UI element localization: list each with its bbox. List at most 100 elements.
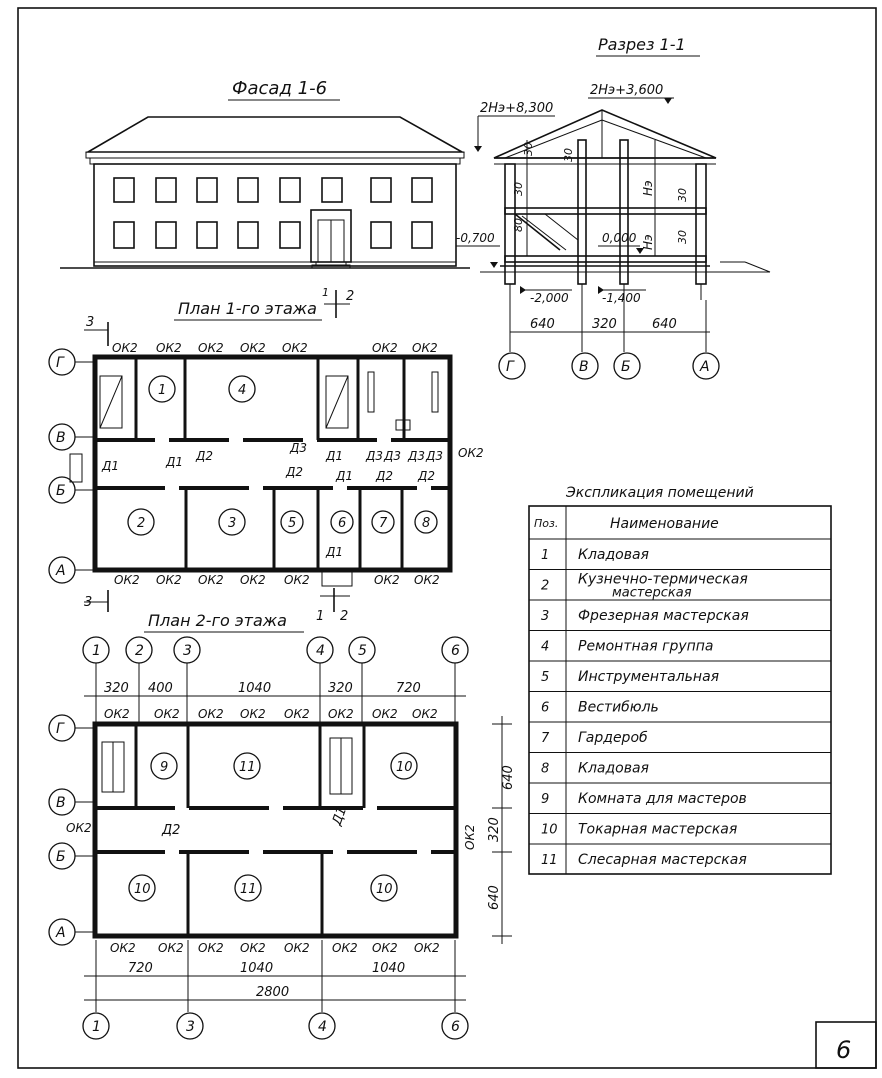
sec-span-1: 640	[530, 317, 555, 332]
plan1-cut-3: 3	[86, 315, 94, 330]
explication-table: Экспликация помещений Поз. Наименование …	[528, 485, 832, 875]
p2-win-1: ОК2	[104, 707, 130, 721]
sec-dim-30e: 30	[562, 148, 575, 162]
explication-name-4: Ремонтная группа	[578, 639, 714, 655]
plan2-cut-1: 1	[316, 609, 324, 624]
p2-bot-dim-2: 1040	[240, 961, 273, 976]
sec-axis-g: Г	[506, 359, 515, 375]
explication-name-9: Комната для мастеров	[578, 791, 747, 807]
p2-door-1: Д2	[161, 823, 180, 838]
plan1-title: План 1-го этажа	[178, 299, 317, 318]
explication-name-6: Вестибюль	[578, 700, 659, 716]
plan1-drawing: План 1-го этажа 1 2 3 3 Г В Б А	[48, 286, 484, 612]
p2-win-18: ОК2	[414, 941, 440, 955]
p2-bot-axis-3: 3	[186, 1019, 195, 1035]
sec-axis-b: Б	[621, 359, 631, 375]
p1-room-7: 7	[379, 516, 388, 531]
col-name-header: Наименование	[610, 516, 719, 532]
p2-top-dim-1: 320	[104, 681, 129, 696]
p2-top-axis-3: 3	[183, 643, 192, 659]
p1-room-8: 8	[422, 516, 430, 531]
section-drawing: Разрез 1-1 2Hэ+3,600 2Hэ+8,300	[456, 35, 771, 380]
explication-name-10: Токарная мастерская	[578, 822, 737, 838]
sec-dim-30d: 30	[676, 230, 689, 244]
p2-top-axis-1: 1	[92, 643, 101, 659]
p1-door-5: Д3	[365, 449, 383, 463]
sec-axis-a: А	[699, 359, 710, 375]
sec-dim-30b: 30	[512, 182, 525, 196]
p2-win-9: ОК2	[66, 821, 92, 835]
p1-room-2: 2	[137, 516, 145, 531]
p2-top-axis-4: 4	[316, 643, 325, 659]
p2-top-dim-2: 400	[148, 681, 173, 696]
plan1-door-labels: Д1 Д1 Д2 Д1 Д3 Д3 Д3 Д3 Д2 Д1 Д2 Д2 Д3 Д…	[101, 441, 443, 559]
explication-name-5: Инструментальная	[578, 669, 719, 685]
facade-title: Фасад 1-6	[232, 78, 327, 99]
p1-door-7: Д3	[407, 449, 425, 463]
p2-win-13: ОК2	[198, 941, 224, 955]
p1-door-4: Д1	[325, 449, 343, 463]
p2-win-4: ОК2	[240, 707, 266, 721]
p2-win-2: ОК2	[154, 707, 180, 721]
sec-dim-30a: 30	[522, 142, 535, 156]
explication-pos-6: 6	[541, 701, 549, 716]
plan1-cut-1: 1	[322, 286, 329, 299]
section-title: Разрез 1-1	[598, 35, 686, 54]
p1-win-8: ОК2	[458, 446, 484, 460]
p2-win-10: ОК2	[463, 824, 477, 850]
p1-win-13: ОК2	[284, 573, 310, 587]
p1-door-11: Д2	[375, 469, 393, 483]
p2-room-11b: 11	[240, 882, 257, 897]
p1-room-5: 5	[288, 516, 296, 531]
p1-room-3: 3	[228, 516, 236, 531]
elev-found1: -2,000	[530, 291, 569, 305]
p2-win-7: ОК2	[372, 707, 398, 721]
explication-name-8: Кладовая	[578, 761, 649, 777]
p2-door-2: Д1	[329, 805, 350, 828]
sheet-frame	[17, 7, 877, 1069]
p2-side-dim-2: 320	[487, 817, 502, 842]
p2-side-axis-a: А	[55, 925, 66, 941]
p2-top-axis-2: 2	[135, 643, 144, 659]
explication-name-3: Фрезерная мастерская	[578, 608, 749, 624]
p2-top-axis-5: 5	[358, 643, 367, 659]
p1-door-12: Д2	[417, 469, 435, 483]
p2-total-dim: 2800	[256, 985, 289, 1000]
sec-axis-v: В	[579, 359, 589, 375]
elev-minus: -0,700	[456, 231, 495, 245]
p1-win-11: ОК2	[198, 573, 224, 587]
explication-name-2-line2: мастерская	[612, 586, 692, 601]
p2-win-3: ОК2	[198, 707, 224, 721]
p2-bot-axis-4: 4	[318, 1019, 327, 1035]
p2-side-axis-b: Б	[56, 849, 66, 865]
explication-name-11: Слесарная мастерская	[578, 852, 747, 868]
p2-room-11a: 11	[239, 760, 256, 775]
explication-pos-1: 1	[541, 548, 549, 563]
p2-bot-dim-3: 1040	[372, 961, 405, 976]
elev-zero: 0,000	[602, 231, 637, 245]
p2-win-5: ОК2	[284, 707, 310, 721]
p1-win-1: ОК2	[112, 341, 138, 355]
plan1-axis-a: А	[55, 563, 66, 579]
p2-bot-axis-6: 6	[451, 1019, 460, 1035]
p2-side-dim-1: 640	[501, 765, 516, 790]
p1-door-1: Д1	[101, 459, 119, 473]
sec-dim-80: 80	[512, 218, 525, 232]
p2-top-dim-5: 720	[396, 681, 421, 696]
explication-pos-7: 7	[541, 731, 550, 746]
p1-win-12: ОК2	[240, 573, 266, 587]
p2-win-17: ОК2	[372, 941, 398, 955]
explication-pos-4: 4	[541, 640, 549, 655]
explication-pos-9: 9	[541, 792, 549, 807]
explication-name-7: Гардероб	[578, 730, 648, 746]
p2-win-15: ОК2	[284, 941, 310, 955]
col-pos-header: Поз.	[534, 517, 558, 530]
p1-win-7: ОК2	[412, 341, 438, 355]
sec-dim-h1: Hэ	[641, 180, 655, 196]
explication-name-2: Кузнечно-термическая	[578, 572, 748, 588]
explication-pos-8: 8	[541, 762, 549, 777]
elev-top: 2Hэ+3,600	[590, 83, 663, 98]
p2-bot-dim-1: 720	[128, 961, 153, 976]
p1-win-10: ОК2	[156, 573, 182, 587]
